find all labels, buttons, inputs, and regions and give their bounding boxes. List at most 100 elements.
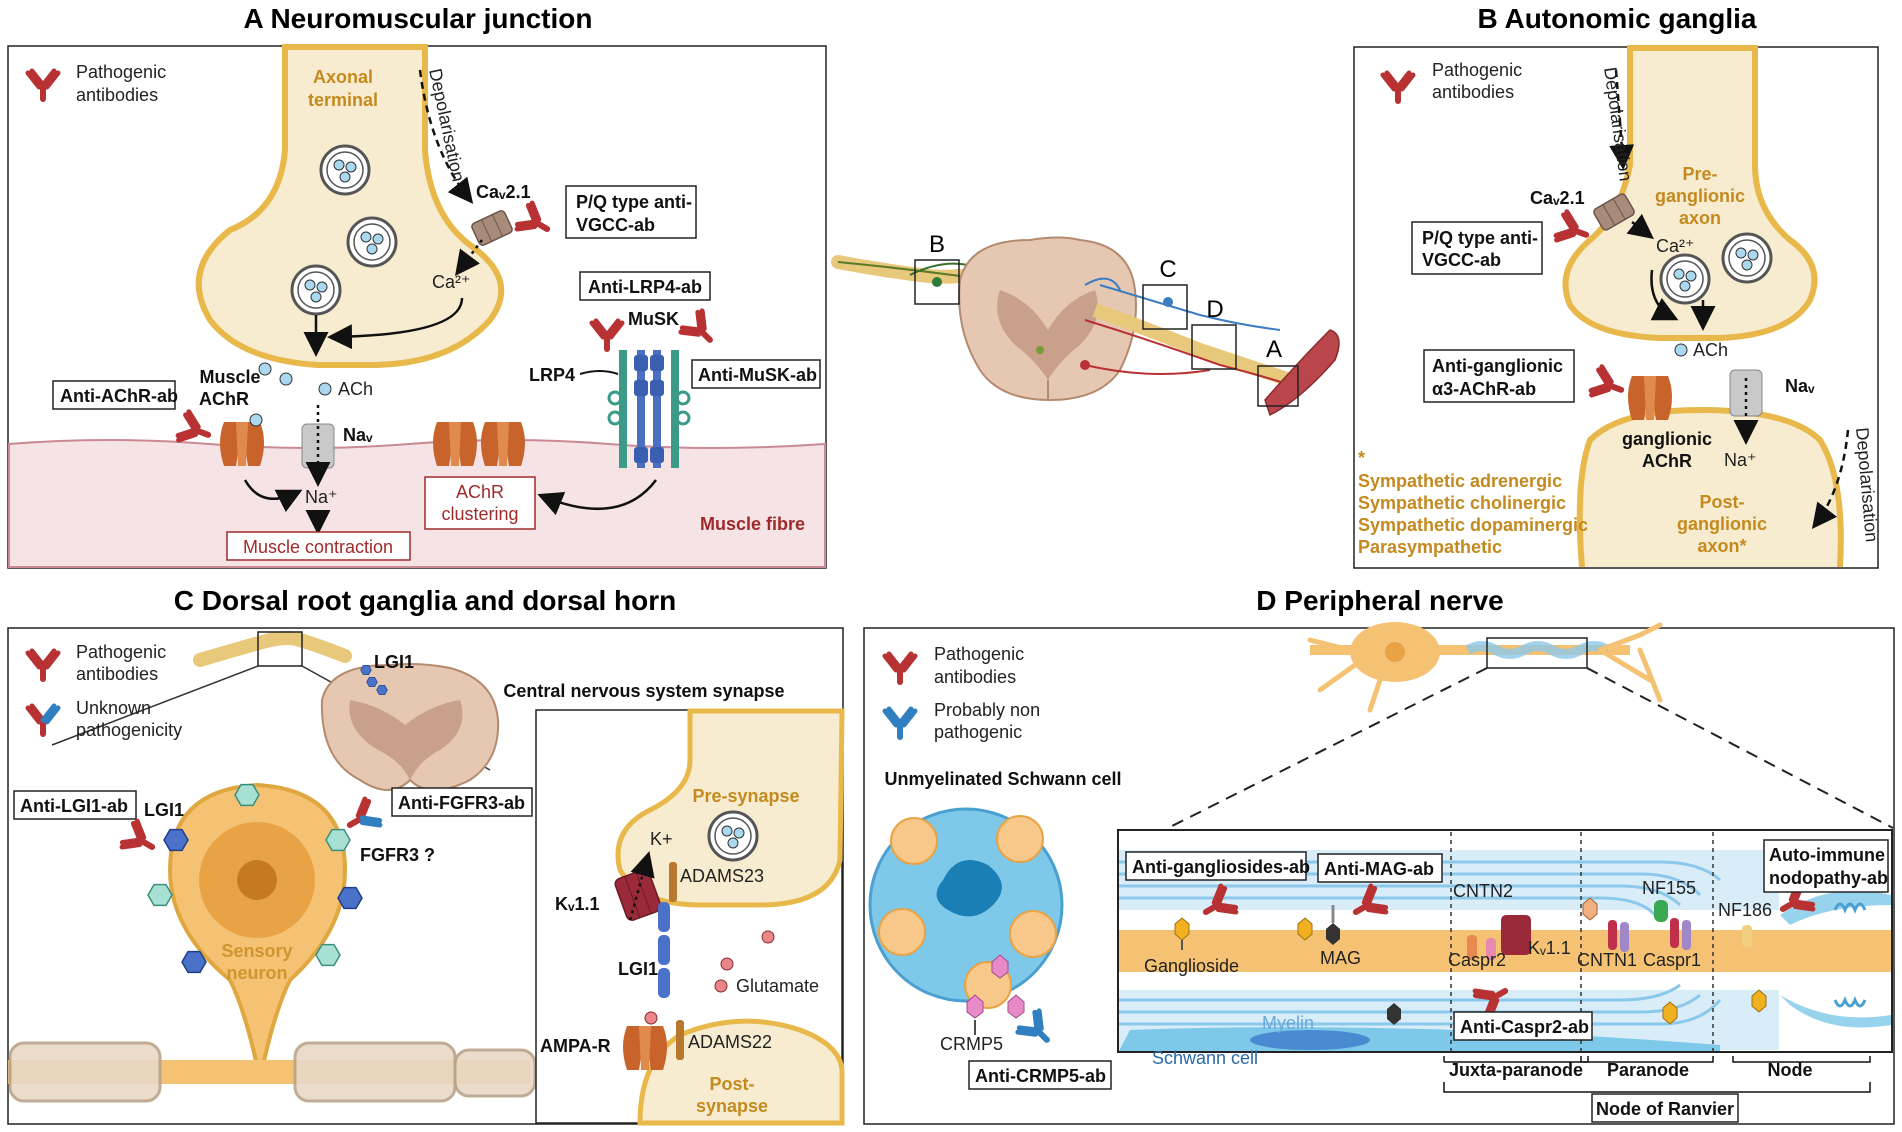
nodopathy-line1: Auto-immune [1769, 845, 1885, 865]
zoom-label-a: A [1266, 336, 1282, 363]
panel-b-title: B Autonomic ganglia [1478, 3, 1757, 34]
pre-label-1: Pre- [1682, 164, 1717, 184]
legend-pathogenic-label-1: Pathogenic [1432, 60, 1522, 80]
sensory-label-1: Sensory [221, 941, 292, 961]
postsynapse [637, 1018, 845, 1126]
paranode-label: Paranode [1607, 1060, 1689, 1080]
adams22-protein [676, 1020, 684, 1060]
caspr1-protein [1682, 920, 1691, 950]
mag-protein [1326, 923, 1340, 945]
muscle-achr-label-2: AChR [199, 389, 249, 409]
crmp5-marker [991, 954, 1009, 979]
glutamate [761, 930, 775, 944]
cntn1-label: CNTN1 [1577, 950, 1637, 970]
vesicle [707, 810, 759, 862]
adams23-protein [669, 862, 677, 902]
legend-pathogenic-label-2: antibodies [76, 664, 158, 684]
cns-title: Central nervous system synapse [503, 681, 784, 701]
postsynapse-label-2: synapse [696, 1096, 768, 1116]
legend-pathogenic-label-1: Pathogenic [76, 642, 166, 662]
type-label: Parasympathetic [1358, 537, 1502, 557]
unmyelinated-axon [1009, 910, 1057, 958]
juxta-paranode-label: Juxta-paranode [1449, 1060, 1583, 1080]
glutamate-label: Glutamate [736, 976, 819, 996]
star-label: * [1358, 448, 1365, 468]
muscle-fibre-membrane [8, 439, 826, 568]
anti-musk-box [691, 359, 821, 389]
depolarisation-arrow [418, 69, 474, 204]
myelin-label: Myelin [1262, 1013, 1314, 1033]
crmp5-marker [966, 994, 984, 1019]
glutamate [714, 979, 728, 993]
ganglionic-achr-label-2: AChR [1642, 451, 1692, 471]
legend-pathogenic-label-1: Pathogenic [934, 644, 1024, 664]
ach-label: ACh [1693, 340, 1728, 360]
fgfr3-marker [325, 828, 351, 852]
lrp4-pointer [579, 370, 619, 375]
post-label-3: axon* [1697, 536, 1746, 556]
caspr1-label: Caspr1 [1643, 950, 1701, 970]
nerve-zoom-box [1486, 637, 1588, 669]
cav21-channel [1593, 193, 1635, 231]
post-label-2: ganglionic [1677, 514, 1767, 534]
legend-nonpathogenic-label-2: pathogenic [934, 722, 1022, 742]
schwann-nucleus-detail [1250, 1030, 1370, 1050]
panel-d-title: D Peripheral nerve [1256, 585, 1503, 616]
ca-label: Ca²⁺ [432, 272, 471, 292]
legend-pathogenic-label-2: antibodies [1432, 82, 1514, 102]
pq-box-line2: VGCC-ab [576, 215, 655, 235]
anti-ganglionic-box [1423, 349, 1575, 403]
anti-crmp5-label: Anti-CRMP5-ab [975, 1066, 1106, 1086]
anti-ganglioside-box [1125, 851, 1307, 881]
anti-ganglioside-label: Anti-gangliosides-ab [1132, 857, 1310, 877]
caspr2-protein [1467, 935, 1477, 960]
panel-c: C Dorsal root ganglia and dorsal horn LG… [7, 585, 845, 1126]
nf186-label: NF186 [1718, 900, 1772, 920]
legend-unknown-label-2: pathogenicity [76, 720, 182, 740]
lgi1-label: LGI1 [144, 800, 184, 820]
kv11-label: Kᵥ1.1 [555, 894, 600, 914]
ca-label: Ca²⁺ [1656, 236, 1695, 256]
pq-box [1411, 221, 1543, 275]
legend-pathogenic-label-2: antibodies [934, 667, 1016, 687]
na-label: Na⁺ [305, 487, 338, 507]
nf155-protein [1654, 900, 1668, 922]
lgi1-marker [181, 950, 207, 974]
lgi1-marker [366, 676, 378, 688]
lgi1-protein [658, 902, 670, 932]
unmyelinated-axon [996, 815, 1044, 863]
clustered-achr [433, 422, 477, 466]
ganglioside-marker [1297, 917, 1313, 941]
post-depolarisation-arrow [1811, 429, 1850, 529]
anti-lgi1-box [13, 790, 137, 820]
lgi1-marker [337, 886, 363, 910]
mag-label: MAG [1320, 948, 1361, 968]
ach-molecule [258, 362, 272, 376]
clustering-arrow [537, 479, 657, 516]
postganglionic-axon [1576, 406, 1844, 568]
vesicle [346, 216, 398, 268]
cntn1-protein [1608, 920, 1617, 950]
lgi1-synapse-label: LGI1 [618, 959, 658, 979]
pq-box-line1: P/Q type anti- [1422, 228, 1538, 248]
ganglioside-marker [1751, 989, 1767, 1013]
sensory-label-2: neuron [227, 963, 288, 983]
post-label-1: Post- [1700, 492, 1745, 512]
anti-mag-label: Anti-MAG-ab [1324, 859, 1434, 879]
muscle-fibre-label: Muscle fibre [700, 514, 805, 534]
crmp5-label: CRMP5 [940, 1034, 1003, 1054]
anti-lrp4-box [579, 271, 711, 301]
cav21-channel [471, 210, 513, 246]
axonal-terminal-label-1: Axonal [313, 67, 373, 87]
muscle-achr-receptor [220, 422, 264, 466]
lgi1-top-label: LGI1 [374, 652, 414, 672]
type-label: Sympathetic adrenergic [1358, 471, 1562, 491]
mag-protein [1387, 1003, 1401, 1025]
schwann-nucleus [936, 860, 1002, 917]
ganglioside-marker [1662, 1001, 1678, 1025]
nodopathy-box [1763, 839, 1889, 893]
pre-label-3: axon [1679, 208, 1721, 228]
lrp4-label: LRP4 [529, 365, 575, 385]
vesicle [1721, 232, 1773, 284]
nf155-label: NF155 [1642, 878, 1696, 898]
